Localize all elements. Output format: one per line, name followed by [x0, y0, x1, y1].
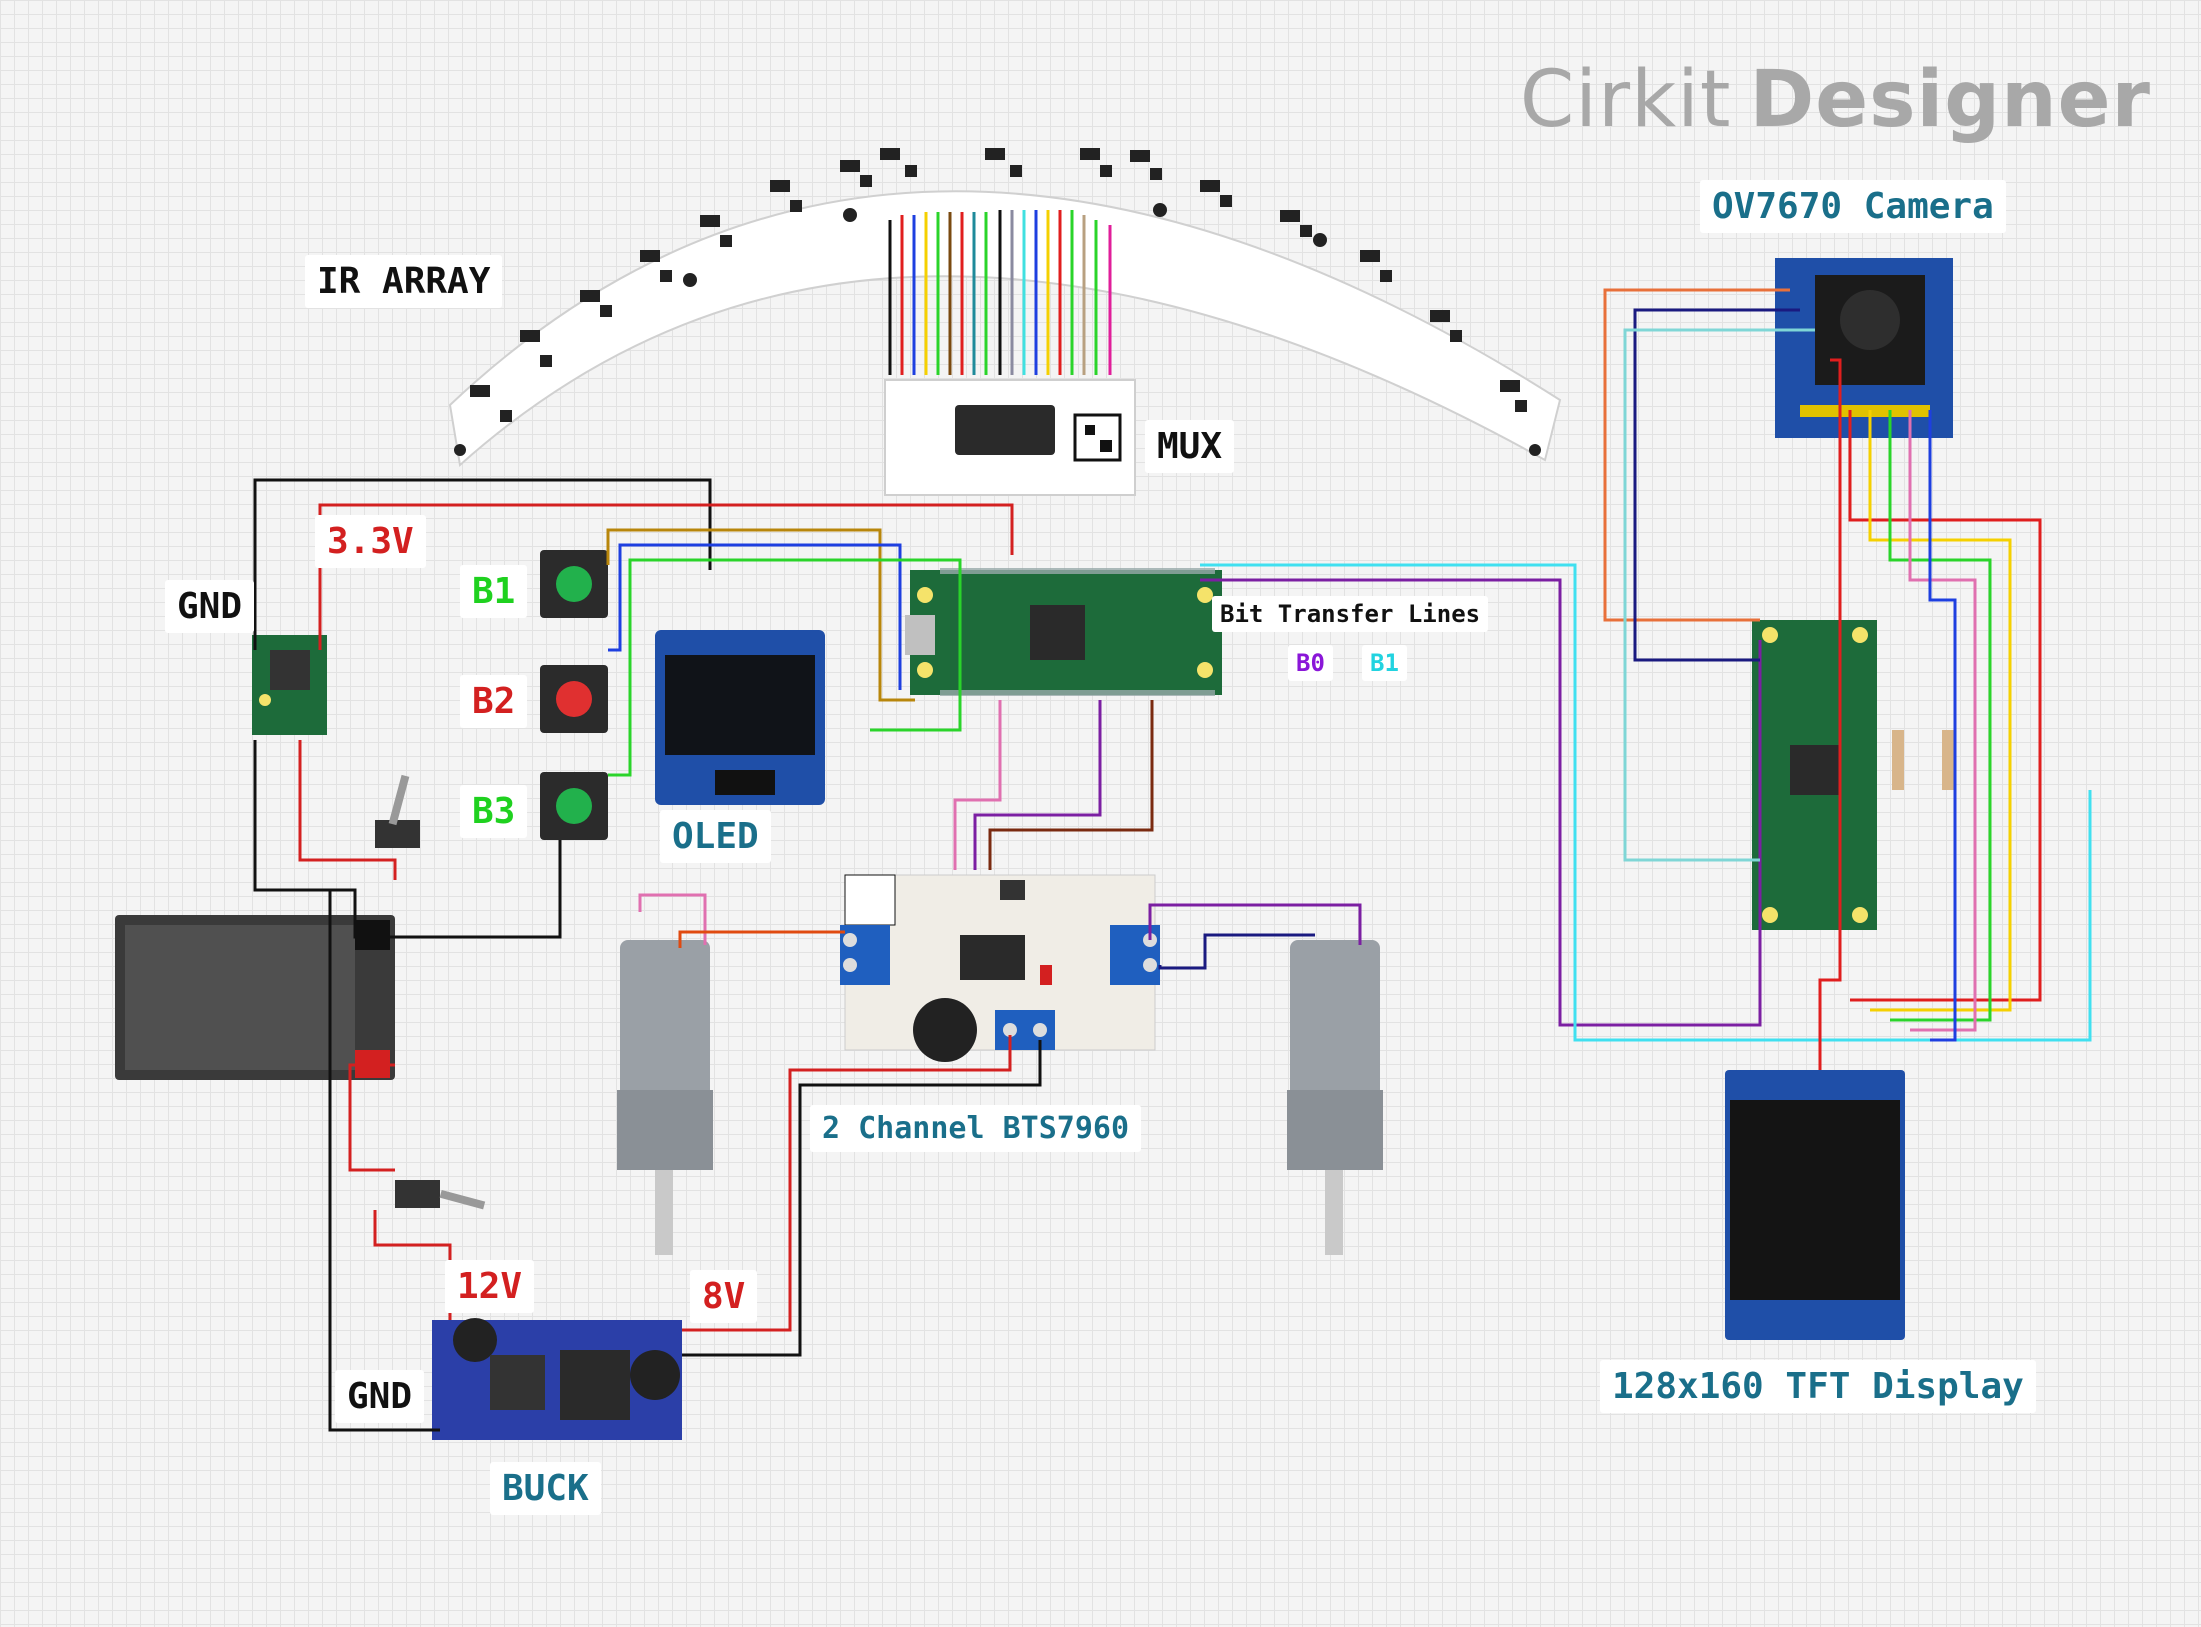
label-12v: 12V	[445, 1260, 535, 1313]
label-bts7960: 2 Channel BTS7960	[810, 1105, 1142, 1152]
label-b2: B2	[460, 675, 528, 728]
tft-display[interactable]	[1725, 1070, 1905, 1340]
button-b1[interactable]	[540, 550, 608, 618]
label-ir-array: IR ARRAY	[305, 255, 503, 308]
ir-array-board[interactable]	[448, 148, 1562, 467]
button-b3[interactable]	[540, 772, 608, 840]
label-oled: OLED	[660, 810, 771, 863]
label-buck: BUCK	[490, 1462, 601, 1515]
motor-left[interactable]	[617, 940, 713, 1255]
label-gnd-top: GND	[165, 580, 255, 633]
terminal-m2[interactable]	[840, 925, 890, 985]
brand-product: Designer	[1749, 55, 2151, 145]
resistor-1[interactable]	[1892, 730, 1904, 790]
oled-module[interactable]	[655, 630, 825, 805]
label-b0-line: B0	[1288, 645, 1333, 681]
toggle-switch-lower[interactable]	[395, 1180, 486, 1210]
label-gnd-bottom: GND	[335, 1370, 425, 1423]
label-b1-line: B1	[1362, 645, 1407, 681]
label-8v: 8V	[690, 1270, 758, 1323]
label-b1: B1	[460, 565, 528, 618]
button-b2[interactable]	[540, 665, 608, 733]
buck-converter[interactable]	[432, 1318, 682, 1440]
label-tft-display: 128x160 TFT Display	[1600, 1360, 2036, 1413]
mux-board[interactable]	[884, 379, 1136, 496]
label-mux: MUX	[1145, 420, 1235, 473]
brand-name: Cirkit	[1519, 55, 1732, 145]
label-b3: B3	[460, 785, 528, 838]
regulator-3v3[interactable]	[252, 635, 327, 735]
camera-wires	[1603, 288, 2042, 1070]
label-bit-transfer-lines: Bit Transfer Lines	[1212, 596, 1489, 632]
label-3v3: 3.3V	[315, 515, 426, 568]
signal-wires	[606, 528, 2092, 1042]
pico-left[interactable]	[905, 568, 1222, 696]
toggle-switch-upper[interactable]	[375, 774, 420, 848]
pico-right[interactable]	[1752, 620, 1877, 930]
label-ov7670-camera: OV7670 Camera	[1700, 180, 2006, 233]
motor-right[interactable]	[1287, 940, 1383, 1255]
terminal-m1[interactable]	[1110, 925, 1160, 985]
ov7670-camera[interactable]	[1775, 258, 1953, 438]
battery[interactable]	[115, 915, 395, 1080]
resistor-2[interactable]	[1942, 730, 1954, 790]
ir-mux-wires	[888, 210, 1112, 375]
terminal-power[interactable]	[995, 1010, 1055, 1050]
